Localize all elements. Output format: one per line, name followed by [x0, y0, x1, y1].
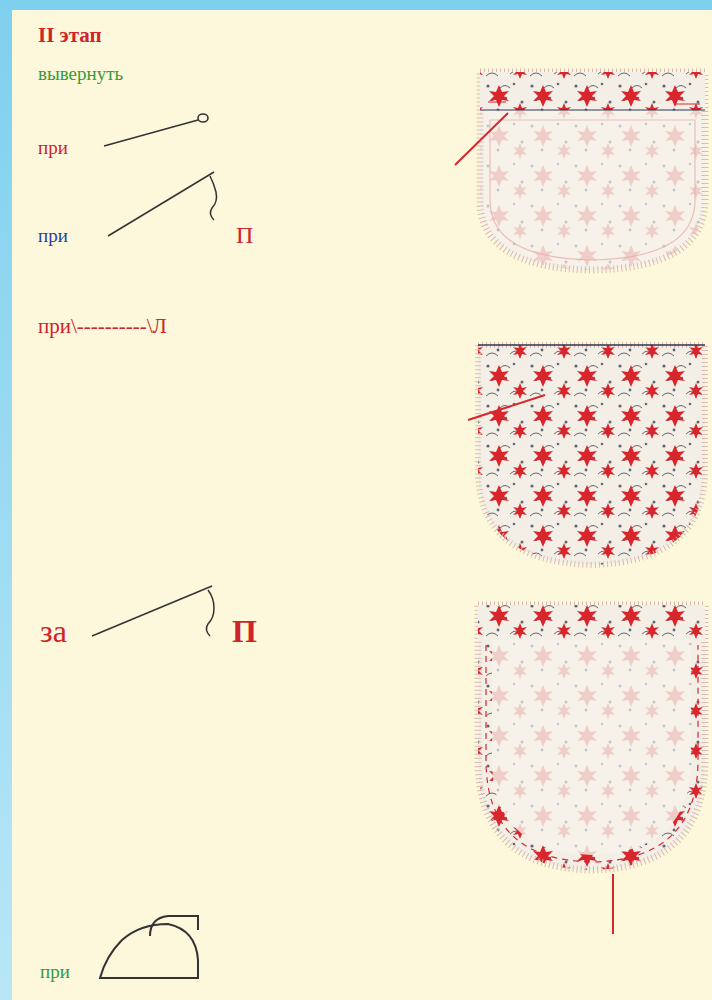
- stitch-letter: П: [232, 614, 257, 649]
- pocket-1: [480, 72, 705, 270]
- pin-icon: [104, 114, 208, 146]
- pocket-3: [478, 605, 705, 870]
- step-note: при\----------\Л: [38, 315, 167, 338]
- step-note: при: [40, 962, 70, 983]
- leader-line: [455, 113, 508, 165]
- needle-icon: [92, 586, 214, 636]
- step-note: за: [40, 614, 67, 649]
- needle-icon: [108, 172, 217, 236]
- step-note: вывернуть: [38, 64, 123, 85]
- pocket-2: [478, 345, 705, 565]
- step-note: при: [38, 138, 68, 159]
- step-note: при: [38, 226, 68, 247]
- leader-line: [612, 874, 614, 934]
- stitch-letter: П: [236, 222, 253, 248]
- iron-icon: [100, 916, 198, 978]
- leader-line: [468, 395, 545, 420]
- stage-heading: II этап: [38, 24, 102, 47]
